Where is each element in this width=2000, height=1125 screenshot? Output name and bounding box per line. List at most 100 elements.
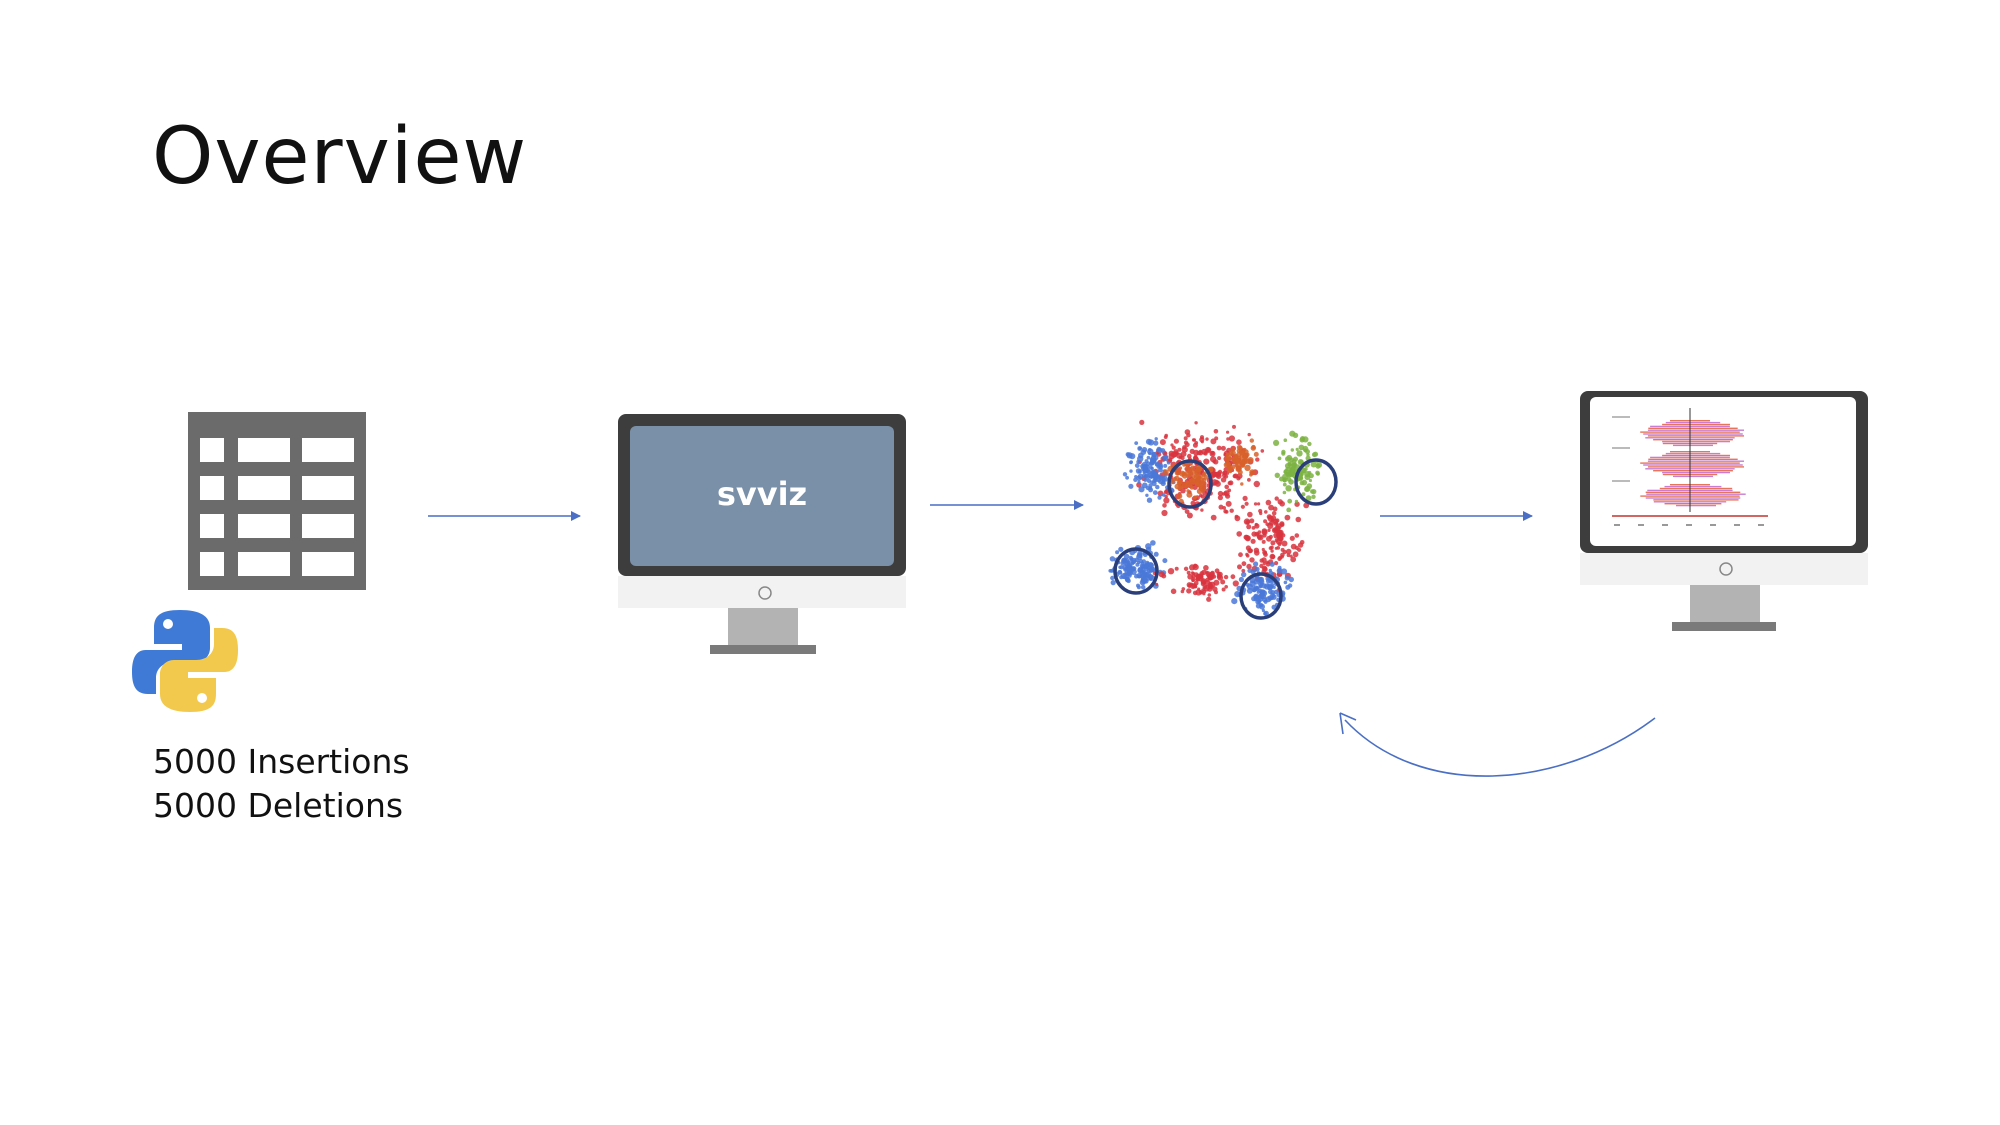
scatter-point [1140, 465, 1147, 472]
scatter-point [1269, 553, 1276, 560]
scatter-point [1167, 568, 1175, 575]
scatter-point [1180, 589, 1185, 594]
scatter-point [1246, 563, 1252, 570]
scatter-point [1265, 499, 1272, 506]
scatter-point [1246, 583, 1253, 590]
python-logo-icon [132, 610, 238, 712]
scatter-point [1254, 523, 1260, 529]
scatter-point [1262, 561, 1267, 566]
scatter-point [1183, 436, 1188, 441]
scatter-point [1148, 483, 1153, 488]
read-bar [1664, 485, 1722, 488]
scatter-point [1186, 433, 1191, 438]
scatter-point [1138, 452, 1144, 459]
scatter-point [1189, 482, 1193, 486]
scatter-point [1257, 502, 1261, 506]
scatter-point [1129, 469, 1133, 473]
scatter-point [1228, 435, 1235, 442]
scatter-point [1134, 573, 1139, 579]
scatter-point [1212, 574, 1217, 579]
scatter-point [1226, 437, 1230, 441]
scatter-point [1295, 516, 1302, 523]
scatter-point [1268, 546, 1273, 550]
scatter-point [1186, 570, 1191, 575]
scatter-point [1305, 495, 1312, 502]
scatter-point [1253, 451, 1259, 457]
scatter-point [1129, 453, 1136, 460]
dataset-caption: 5000 Insertions 5000 Deletions [153, 740, 410, 828]
scatter-point [1229, 508, 1234, 513]
scatter-point [1221, 492, 1226, 496]
scatter-point [1159, 439, 1166, 446]
scatter-point [1253, 502, 1258, 506]
scatter-point [1253, 547, 1260, 553]
scatter-point [1273, 439, 1280, 446]
scatter-point [1262, 533, 1267, 538]
scatter-point [1202, 592, 1206, 596]
scatter-point [1198, 590, 1203, 594]
scatter-point [1119, 565, 1124, 570]
scatter-point [1304, 485, 1311, 492]
read-bar [1676, 504, 1716, 507]
scatter-point [1139, 579, 1146, 586]
scatter-point [1242, 495, 1248, 501]
scatter-point [1238, 576, 1244, 583]
scatter-point [1261, 608, 1265, 613]
highlight-circle [1167, 459, 1213, 509]
scatter-point [1163, 463, 1168, 468]
table-cell [238, 438, 290, 462]
scatter-point [1180, 487, 1186, 494]
scatter-point [1295, 447, 1299, 451]
read-bar [1664, 503, 1722, 505]
scatter-point [1117, 569, 1123, 575]
scatter-point [1217, 490, 1224, 497]
scatter-point [1141, 473, 1147, 478]
scatter-point [1146, 478, 1152, 483]
scatter-point [1200, 508, 1204, 512]
scatter-point [1199, 437, 1205, 443]
scatter-point [1267, 515, 1274, 522]
scatter-point [1198, 476, 1202, 480]
table-cell [302, 552, 354, 576]
table-cell [302, 476, 354, 500]
scatter-point [1192, 438, 1197, 442]
scatter-point [1225, 500, 1232, 507]
scatter-point [1297, 547, 1302, 552]
scatter-point [1316, 472, 1320, 476]
table-cell [200, 476, 224, 500]
table-cell [200, 514, 224, 538]
scatter-point [1263, 599, 1268, 604]
monitor-power-button [758, 586, 772, 600]
scatter-point [1243, 518, 1251, 525]
scatter-point [1151, 469, 1158, 476]
scatter-point [1143, 478, 1148, 482]
scatter-point [1123, 553, 1130, 560]
read-bar [1643, 433, 1743, 435]
scatter-point [1288, 576, 1295, 583]
scatter-point [1282, 490, 1287, 495]
scatter-point [1177, 479, 1183, 485]
scatter-point [1280, 568, 1288, 575]
scatter-point [1143, 572, 1150, 579]
read-bar [1662, 440, 1730, 443]
scatter-point [1194, 421, 1198, 425]
scatter-point [1240, 463, 1246, 468]
scatter-point [1212, 586, 1218, 592]
scatter-point [1154, 461, 1160, 467]
scatter-point [1204, 446, 1212, 454]
scatter-point [1242, 453, 1247, 458]
scatter-point [1285, 548, 1292, 555]
axis-tick-label [1638, 524, 1644, 526]
scatter-point [1145, 565, 1150, 570]
read-bar [1643, 464, 1743, 466]
scatter-point [1136, 583, 1140, 588]
read-bar [1646, 493, 1746, 495]
scatter-point [1213, 429, 1219, 434]
scatter-point [1110, 580, 1116, 586]
scatter-point [1171, 445, 1176, 450]
scatter-point [1148, 568, 1154, 573]
scatter-point [1251, 526, 1256, 530]
scatter-point [1224, 585, 1228, 589]
scatter-point [1161, 509, 1168, 517]
scatter-point [1194, 481, 1200, 486]
